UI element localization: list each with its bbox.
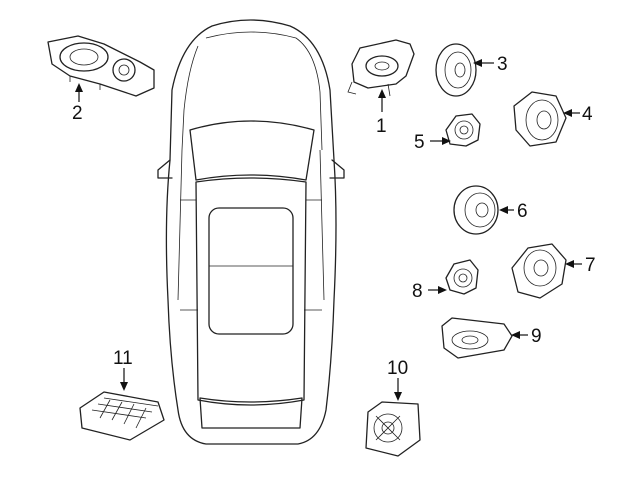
callout-5: 5 xyxy=(414,132,425,153)
callout-3: 3 xyxy=(497,54,508,75)
callout-8: 8 xyxy=(412,281,423,302)
roof xyxy=(195,177,307,406)
part-2-speaker-assembly xyxy=(47,35,155,97)
callout-4: 4 xyxy=(582,104,593,125)
car-top-view xyxy=(157,19,345,445)
part-6-speaker xyxy=(453,185,499,235)
callout-9: 9 xyxy=(531,326,542,347)
left-mirror xyxy=(157,159,173,179)
callout-1: 1 xyxy=(376,116,387,137)
part-1-bracket xyxy=(347,39,415,97)
right-mirror xyxy=(329,159,345,179)
rear-window xyxy=(199,397,303,429)
sunroof xyxy=(208,207,294,335)
callout-11: 11 xyxy=(113,348,133,369)
callout-6: 6 xyxy=(517,201,528,222)
part-5-tweeter xyxy=(445,113,481,147)
callout-arrows xyxy=(75,59,582,401)
part-9-speaker xyxy=(441,317,513,359)
part-11-amplifier xyxy=(79,391,165,441)
callout-2: 2 xyxy=(72,103,83,124)
callout-10: 10 xyxy=(387,358,408,379)
callout-7: 7 xyxy=(585,255,596,276)
part-3-speaker xyxy=(435,43,477,97)
part-7-speaker xyxy=(511,243,567,299)
part-4-speaker xyxy=(513,91,567,147)
part-10-subwoofer xyxy=(365,401,421,457)
part-8-tweeter xyxy=(445,259,479,295)
windshield xyxy=(189,120,315,181)
